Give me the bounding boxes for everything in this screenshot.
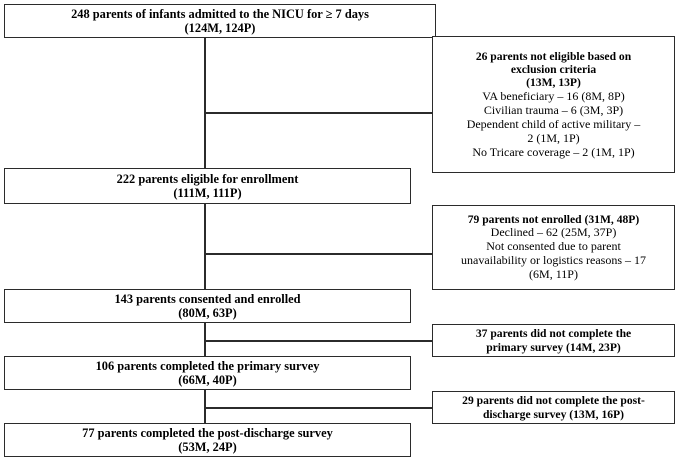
- node-not-enrolled-body-2: Not consented due to parent: [486, 239, 621, 254]
- node-primary-complete-line-2: (66M, 40P): [178, 373, 237, 387]
- connector-branch-4: [204, 407, 433, 409]
- node-not-enrolled-head-1: 79 parents not enrolled (31M, 48P): [467, 212, 640, 226]
- node-consented-line-1: 143 parents consented and enrolled: [114, 291, 301, 306]
- node-postdischarge-incomplete-head-1: 29 parents did not complete the post-: [462, 394, 645, 408]
- node-primary-incomplete: 37 parents did not complete the primary …: [432, 324, 675, 357]
- node-primary-incomplete-head-1: 37 parents did not complete the: [475, 327, 632, 341]
- node-not-eligible-body-4: 2 (1M, 1P): [527, 130, 580, 145]
- connector-branch-2: [204, 253, 433, 255]
- connector-branch-1: [204, 112, 433, 114]
- node-postdischarge-complete-line-1: 77 parents completed the post-discharge …: [82, 425, 333, 440]
- node-enrolled-pool: 248 parents of infants admitted to the N…: [4, 4, 436, 38]
- node-not-eligible-head-3: (13M, 13P): [526, 76, 581, 90]
- node-eligible-line-1: 222 parents eligible for enrollment: [116, 171, 299, 186]
- connector-trunk-3: [204, 322, 206, 356]
- node-not-eligible-body-5: No Tricare coverage – 2 (1M, 1P): [472, 144, 635, 159]
- node-not-eligible-head-1: 26 parents not eligible based on: [475, 49, 632, 63]
- node-primary-complete-line-1: 106 parents completed the primary survey: [95, 358, 320, 373]
- connector-trunk-4: [204, 389, 206, 423]
- node-eligible-line-2: (111M, 111P): [173, 186, 242, 200]
- node-not-eligible-body-3: Dependent child of active military –: [466, 116, 641, 131]
- connector-branch-3: [204, 340, 433, 342]
- connector-trunk-1: [204, 37, 206, 168]
- node-postdischarge-incomplete-head-2: discharge survey (13M, 16P): [482, 407, 625, 421]
- node-not-enrolled: 79 parents not enrolled (31M, 48P) Decli…: [432, 205, 675, 290]
- node-not-eligible-body-2: Civilian trauma – 6 (3M, 3P): [483, 102, 624, 117]
- node-not-eligible-body-1: VA beneficiary – 16 (8M, 8P): [482, 88, 625, 103]
- node-not-enrolled-body-3: unavailability or logistics reasons – 17: [461, 253, 646, 268]
- node-eligible: 222 parents eligible for enrollment (111…: [4, 168, 411, 204]
- node-primary-complete: 106 parents completed the primary survey…: [4, 356, 411, 390]
- node-not-enrolled-body-4: (6M, 11P): [529, 267, 578, 282]
- node-consented: 143 parents consented and enrolled (80M,…: [4, 289, 411, 323]
- node-not-eligible-head-2: exclusion criteria: [510, 63, 597, 77]
- node-enrolled-pool-line-1: 248 parents of infants admitted to the N…: [71, 6, 369, 21]
- node-primary-incomplete-head-2: primary survey (14M, 23P): [486, 340, 621, 354]
- node-enrolled-pool-line-2: (124M, 124P): [184, 21, 256, 35]
- node-postdischarge-complete: 77 parents completed the post-discharge …: [4, 423, 411, 457]
- node-not-enrolled-body-1: Declined – 62 (25M, 37P): [490, 225, 617, 240]
- node-consented-line-2: (80M, 63P): [178, 306, 237, 320]
- connector-trunk-2: [204, 203, 206, 289]
- node-postdischarge-incomplete: 29 parents did not complete the post- di…: [432, 391, 675, 424]
- node-not-eligible: 26 parents not eligible based on exclusi…: [432, 36, 675, 173]
- node-postdischarge-complete-line-2: (53M, 24P): [178, 440, 237, 454]
